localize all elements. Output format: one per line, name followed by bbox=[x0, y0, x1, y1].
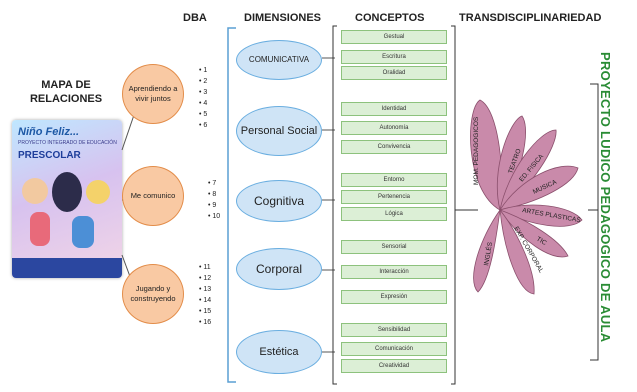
concept-box: Convivencia bbox=[341, 140, 447, 154]
proyecto-ludico-label: PROYECTO LUDICO PEDAGOGICO DE AULA bbox=[598, 52, 613, 343]
concept-box: Lógica bbox=[341, 207, 447, 221]
concept-box: Escritura bbox=[341, 50, 447, 64]
dba-item: • 4 bbox=[199, 100, 208, 107]
dba-item: • 2 bbox=[199, 78, 208, 85]
concept-right-bracket bbox=[451, 25, 456, 385]
dba-list-1: • 1 • 2 • 3 • 4 • 5 • 6 bbox=[199, 65, 207, 131]
mapa-title-line2: RELACIONES bbox=[29, 93, 103, 105]
mapa-title: MAPA DE RELACIONES bbox=[16, 78, 116, 106]
header-conceptos: CONCEPTOS bbox=[355, 12, 425, 24]
dba-item: • 3 bbox=[199, 89, 208, 96]
connector-line bbox=[121, 111, 136, 151]
dba-item: • 13 bbox=[199, 286, 212, 293]
header-dimensiones: DIMENSIONES bbox=[244, 12, 322, 24]
concept-box: Gestual bbox=[341, 30, 447, 44]
petal-musica bbox=[499, 165, 579, 211]
concept-box: Entorno bbox=[341, 173, 447, 187]
petal-label: MOM. PEDAGOGICOS bbox=[473, 116, 480, 185]
dimension-corporal: Corporal bbox=[236, 248, 322, 290]
dba-item: • 16 bbox=[199, 319, 212, 326]
concept-box: Sensorial bbox=[341, 240, 447, 254]
petal-label: TIC bbox=[535, 236, 548, 247]
transdisciplinary-flower: MOM. PEDAGOGICOS TEATRO ED. FISICA MUSIC… bbox=[470, 99, 583, 295]
aprendizaje-circle-1: Aprendiendo a vivir juntos bbox=[122, 64, 184, 124]
cover-small-text: PROYECTO INTEGRADO DE EDUCACIÓN bbox=[18, 140, 117, 146]
aprendizaje-label: Aprendiendo a vivir juntos bbox=[128, 84, 178, 103]
dba-item: • 11 bbox=[199, 264, 211, 271]
petal-artes-plasticas bbox=[498, 204, 583, 227]
child-figure bbox=[86, 180, 110, 204]
teacher-figure bbox=[52, 172, 82, 212]
concept-box: Autonomía bbox=[341, 121, 447, 135]
dba-list-3: • 11 • 12 • 13 • 14 • 15 • 16 bbox=[199, 262, 211, 328]
dba-item: • 6 bbox=[199, 122, 208, 129]
header-transdisciplinariedad: TRANSDISCIPLINARIEDAD bbox=[459, 12, 602, 24]
aprendizaje-label: Jugando y construyendo bbox=[130, 284, 176, 303]
dba-item: • 8 bbox=[208, 191, 217, 198]
cover-subtitle: PRESCOLAR bbox=[18, 150, 81, 161]
dba-item: • 10 bbox=[208, 213, 221, 220]
dimension-personal-social: Personal Social bbox=[236, 106, 322, 156]
concept-box: Creatividad bbox=[341, 359, 447, 373]
aprendizaje-label: Me comunico bbox=[130, 191, 176, 200]
proyecto-bracket bbox=[590, 83, 599, 361]
mapa-title-line1: MAPA DE bbox=[41, 79, 91, 91]
header-dba: DBA bbox=[183, 12, 207, 24]
child-figure bbox=[72, 216, 94, 248]
cover-title: Niño Feliz... bbox=[18, 126, 80, 138]
petal-tic bbox=[498, 209, 569, 258]
dba-item: • 7 bbox=[208, 180, 217, 187]
concept-box: Interacción bbox=[341, 265, 447, 279]
dimension-comunicativa: COMUNICATIVA bbox=[236, 40, 322, 80]
concept-box: Expresión bbox=[341, 290, 447, 304]
dba-item: • 5 bbox=[199, 111, 208, 118]
concept-box: Identidad bbox=[341, 102, 447, 116]
dba-item: • 15 bbox=[199, 308, 212, 315]
cover-band bbox=[12, 258, 122, 278]
dba-item: • 14 bbox=[199, 297, 212, 304]
dba-item: • 12 bbox=[199, 275, 212, 282]
concept-left-bracket bbox=[332, 25, 337, 385]
petal-exp-corporal bbox=[499, 208, 535, 295]
dba-list-2: • 7 • 8 • 9 • 10 bbox=[208, 178, 220, 222]
aprendizaje-circle-3: Jugando y construyendo bbox=[122, 264, 184, 324]
dba-item: • 9 bbox=[208, 202, 217, 209]
child-figure bbox=[22, 178, 48, 204]
concept-box: Comunicación bbox=[341, 342, 447, 356]
dimension-cognitiva: Cognitiva bbox=[236, 180, 322, 222]
preescolar-cover-image: Niño Feliz... PROYECTO INTEGRADO DE EDUC… bbox=[12, 120, 122, 278]
concept-box: Oralidad bbox=[341, 66, 447, 80]
aprendizaje-circle-2: Me comunico bbox=[122, 166, 184, 226]
concept-box: Pertenencia bbox=[341, 190, 447, 204]
concept-box: Sensibilidad bbox=[341, 323, 447, 337]
dimension-estetica: Estética bbox=[236, 330, 322, 374]
child-figure bbox=[30, 212, 50, 246]
dba-bracket bbox=[227, 27, 236, 383]
dba-item: • 1 bbox=[199, 67, 208, 74]
petal-ingles bbox=[473, 209, 501, 293]
